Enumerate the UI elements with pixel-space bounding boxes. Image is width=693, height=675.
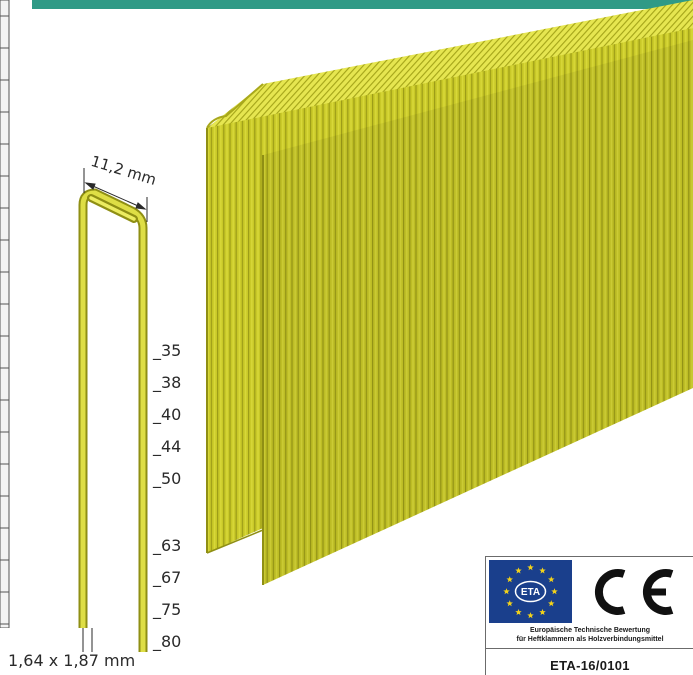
wire-dimension-ticks [82,628,93,652]
eu-star-icon [506,600,513,607]
cert-divider [486,648,693,649]
eta-eu-logo: ETA [489,560,572,623]
eu-star-icon [515,608,522,616]
single-staple [78,188,148,652]
eu-star-icon [515,567,522,574]
length-item: _50 [153,469,182,488]
length-item: _75 [153,600,182,619]
eu-star-icon [548,600,555,607]
length-item: _38 [153,373,182,392]
cert-desc-line1: Europäische Technische Bewertung [529,627,651,634]
certification-box: ETA Europäische Technische Bewertung für… [485,556,693,675]
ce-mark-icon [594,569,674,615]
length-item: _40 [153,405,182,424]
eu-star-icon [527,612,534,619]
eu-star-icon [548,576,555,583]
eu-star-icon [539,567,546,574]
staple-strip [206,0,693,585]
eu-star-icon [503,588,510,595]
eta-certificate-number: ETA-16/0101 [550,658,630,673]
length-item: _44 [153,437,182,456]
length-list: _35 _38 _40 _44 _50 _63 _67 _75 _80 [153,0,193,675]
eu-star-icon [539,608,546,616]
length-item: _80 [153,632,182,651]
cert-desc-line2: für Heftklammern als Holzverbindungsmitt… [516,635,664,643]
length-item: _67 [153,568,182,587]
header-banner [32,0,693,9]
length-item: _35 [153,341,182,360]
left-edge-table [0,0,10,628]
certification-description: Europäische Technische Bewertung für Hef… [486,627,693,644]
eta-logo-text: ETA [521,587,540,598]
eu-star-icon [527,564,534,571]
eu-star-icon [551,588,558,595]
length-item: _63 [153,536,182,555]
eu-star-icon [506,576,513,583]
crown-dimension-line [83,168,148,222]
wire-size-label: 1,64 x 1,87 mm [8,651,136,670]
